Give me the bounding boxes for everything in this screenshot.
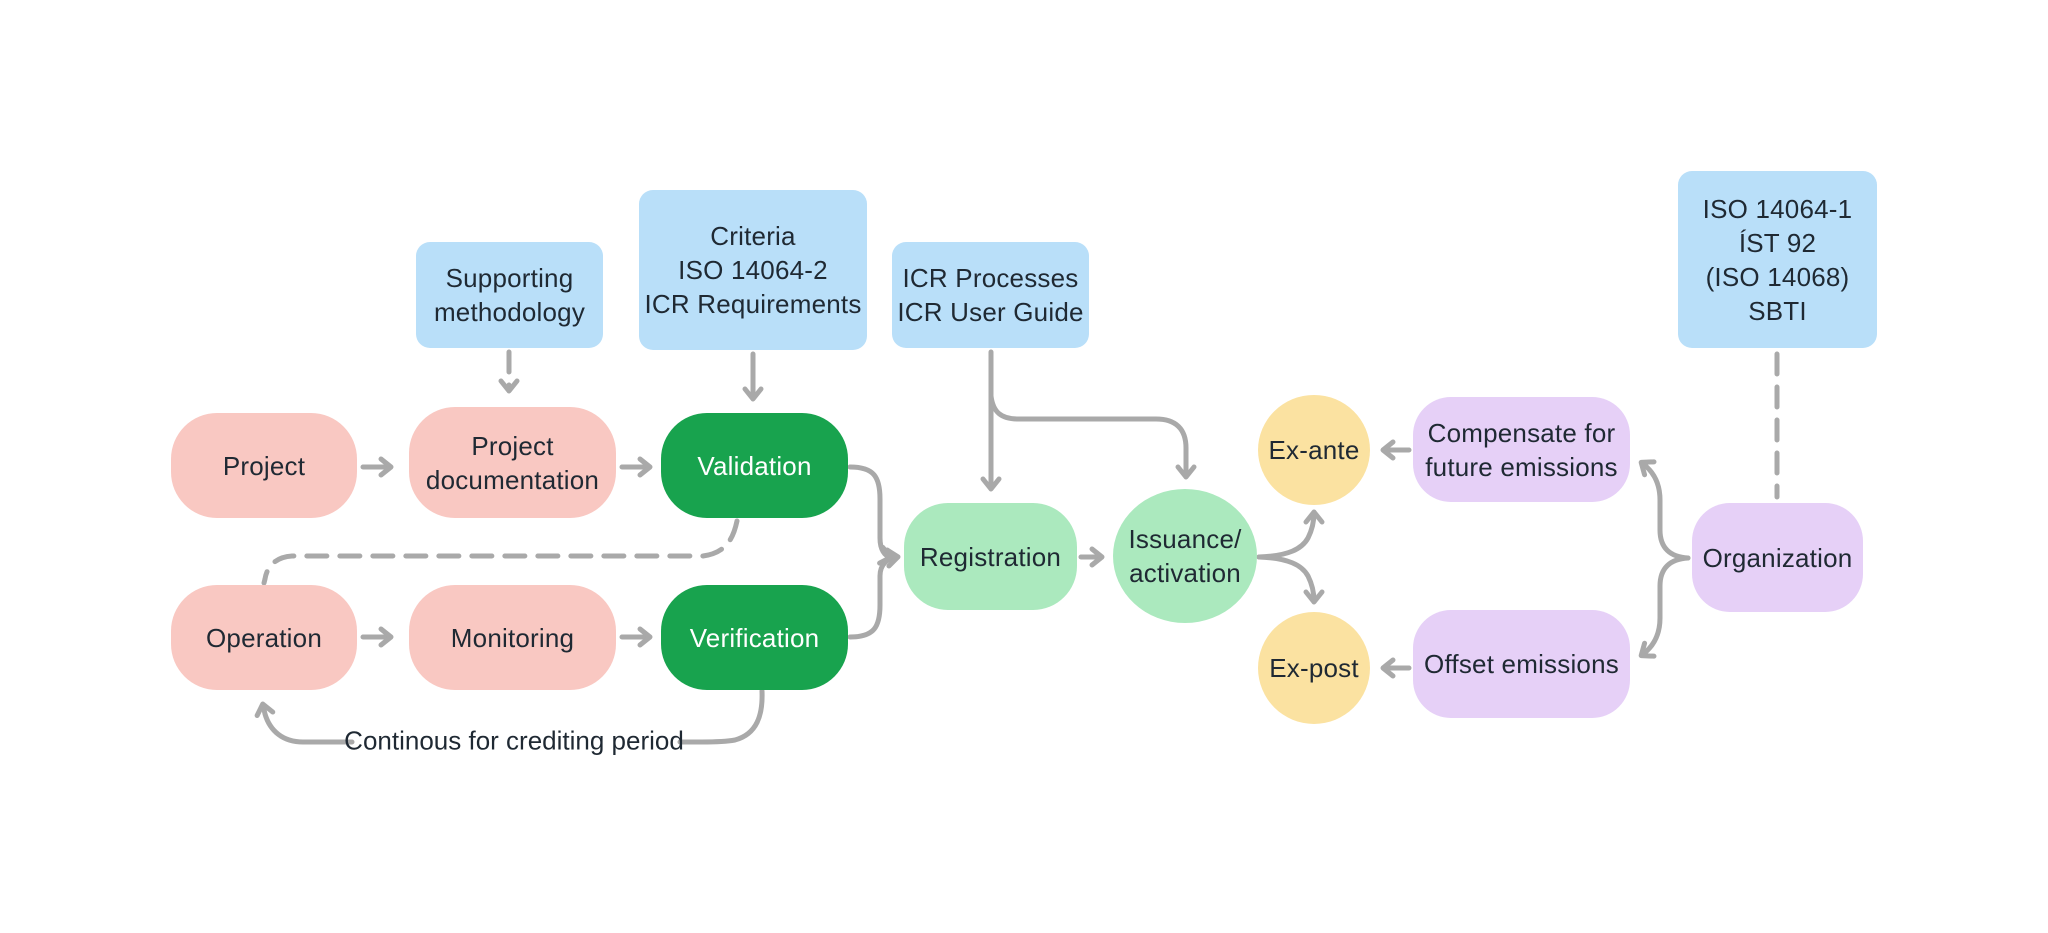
node-label-line: ICR Requirements: [644, 289, 862, 319]
node-label-line: Validation: [697, 450, 812, 481]
node-issuance-activation: Issuance/ activation: [1113, 489, 1257, 623]
node-operation: Operation: [171, 585, 357, 690]
connector-verification-loop-right: [677, 688, 765, 745]
connector-validation-to-registration: [847, 464, 894, 566]
node-verification: Verification: [661, 585, 848, 690]
node-label-line: Organization: [1702, 542, 1853, 573]
node-project: Project: [171, 413, 357, 518]
connector-organization-to-offset: [1638, 555, 1691, 659]
connector-icrguide-to-issuance: [988, 393, 1197, 480]
node-label-line: Supporting: [445, 263, 574, 293]
node-offset: Offset emissions: [1413, 610, 1630, 718]
node-label-line: Compensate for: [1427, 417, 1616, 448]
node-ex-ante: Ex-ante: [1258, 395, 1370, 505]
node-label-line: documentation: [425, 464, 600, 495]
node-organization: Organization: [1692, 503, 1863, 612]
node-label-line: Offset emissions: [1424, 649, 1619, 679]
node-label-line: Ex-ante: [1268, 435, 1360, 465]
node-label-line: (ISO 14068): [1705, 261, 1850, 292]
node-standards: ISO 14064-1 ÍST 92 (ISO 14068) SBTI: [1678, 171, 1877, 348]
node-compensate: Compensate for future emissions: [1413, 397, 1630, 502]
node-label-line: activation: [1129, 558, 1241, 588]
node-label-line: methodology: [433, 297, 586, 327]
connector-validation-to-operation-loop: [261, 518, 740, 586]
connector-organization-to-compensate: [1638, 459, 1691, 561]
node-label-line: Registration: [919, 541, 1062, 572]
node-label-line: Ex-post: [1269, 653, 1359, 683]
connector-issuance-to-exante: [1256, 509, 1325, 560]
node-supporting-methodology: Supporting methodology: [416, 242, 603, 348]
node-project-documentation: Project documentation: [409, 407, 616, 518]
node-label-line: Verification: [689, 622, 820, 653]
node-ex-post: Ex-post: [1258, 612, 1370, 724]
node-label-line: SBTI: [1748, 295, 1807, 326]
node-label-line: Issuance/: [1128, 524, 1242, 554]
node-label-line: ICR User Guide: [897, 297, 1084, 327]
node-label-line: ICR Processes: [902, 263, 1079, 293]
crediting-loop-label: Continous for crediting period: [344, 725, 684, 756]
connector-verification-loop-left: [254, 701, 355, 745]
node-label-line: ISO 14064-1: [1702, 193, 1853, 224]
connector-verification-to-registration: [847, 547, 901, 640]
node-registration: Registration: [904, 503, 1077, 610]
node-criteria: Criteria ISO 14064-2 ICR Requirements: [639, 190, 867, 350]
node-monitoring: Monitoring: [409, 585, 616, 690]
node-label-line: Criteria: [710, 221, 796, 251]
node-label-line: ISO 14064-2: [678, 255, 828, 285]
node-icr-guide: ICR Processes ICR User Guide: [892, 242, 1089, 348]
node-label-line: Monitoring: [450, 622, 575, 653]
node-label-line: Project: [222, 450, 306, 481]
node-label-line: Project: [471, 430, 554, 461]
node-label-line: future emissions: [1425, 451, 1618, 482]
node-validation: Validation: [661, 413, 848, 518]
node-label-line: ÍST 92: [1738, 227, 1817, 258]
node-label-line: Operation: [206, 622, 322, 653]
connector-issuance-to-expost: [1256, 554, 1325, 605]
